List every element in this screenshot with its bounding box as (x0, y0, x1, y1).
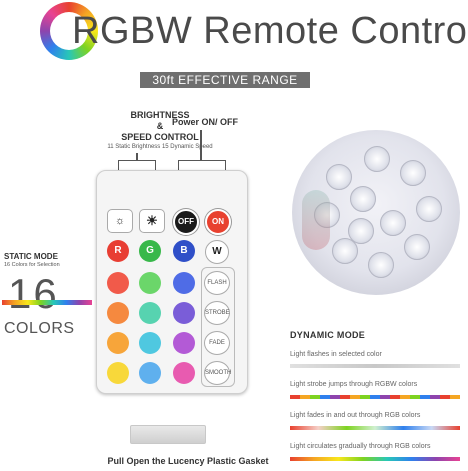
color-button[interactable] (107, 332, 129, 354)
led-bulb (348, 218, 374, 244)
off-button[interactable]: OFF (173, 209, 199, 235)
led-bulb (326, 164, 352, 190)
color-ring-logo (40, 2, 98, 60)
power-bracket (178, 160, 226, 175)
white-button[interactable]: W (205, 240, 229, 264)
smooth-bar (290, 457, 460, 461)
static-mode-title: STATIC MODE (4, 252, 58, 261)
speed-label-text: SPEED CONTROL (121, 132, 199, 142)
flash-button[interactable]: FLASH (204, 271, 230, 295)
fade-button[interactable]: FADE (204, 331, 230, 355)
red-button[interactable]: R (107, 240, 129, 262)
blue-button[interactable]: B (173, 240, 195, 262)
strobe-button[interactable]: STROBE (204, 301, 230, 325)
brightness-label-text: BRIGHTNESS (130, 110, 190, 120)
brightness-bracket-stem (136, 153, 138, 160)
color-button[interactable] (107, 302, 129, 324)
brightness-down-button[interactable]: ☼ (107, 209, 133, 233)
static-color-count: 16 (8, 270, 59, 317)
led-bulb (368, 252, 394, 278)
led-bulb (404, 234, 430, 260)
plastic-gasket[interactable] (130, 425, 206, 444)
color-button[interactable] (139, 332, 161, 354)
color-button[interactable] (139, 302, 161, 324)
fade-bar (290, 426, 460, 430)
led-bulb (364, 146, 390, 172)
dynamic-item-strobe: Light strobe jumps through RGBW colors (290, 381, 418, 388)
color-button[interactable] (139, 362, 161, 384)
light-base-tint (302, 190, 330, 250)
submersible-light (292, 130, 460, 295)
led-bulb (416, 196, 442, 222)
color-button[interactable] (173, 272, 195, 294)
page-title: RGBW Remote Control (72, 10, 468, 52)
sun-icon: ☀ (146, 213, 158, 228)
dynamic-mode-title: DYNAMIC MODE (290, 330, 366, 340)
brightness-subtitle: 11 Static Brightness 15 Dynamic Speed (107, 144, 213, 150)
color-button[interactable] (173, 302, 195, 324)
brightness-label: BRIGHTNESS & SPEED CONTROL (118, 110, 202, 143)
color-button[interactable] (173, 332, 195, 354)
brightness-up-button[interactable]: ☀ (139, 209, 165, 233)
dynamic-item-flash: Light flashes in selected color (290, 351, 382, 358)
color-button[interactable] (139, 272, 161, 294)
smooth-button[interactable]: SMOOTH (204, 361, 231, 385)
flash-bar (290, 364, 460, 368)
power-bracket-stem (200, 130, 202, 160)
remote-control: ☼ ☀ OFF ON R G B W FLASH STROBE FADE SMO… (96, 170, 248, 394)
mode-panel (201, 267, 235, 387)
strobe-bar (290, 395, 460, 399)
colors-word: COLORS (4, 320, 75, 337)
gasket-label: Pull Open the Lucency Plastic Gasket (107, 456, 269, 466)
led-bulb (314, 202, 340, 228)
power-label: Power ON/ OFF (171, 117, 238, 127)
color-button[interactable] (107, 362, 129, 384)
ampersand-text: & (156, 121, 164, 131)
range-badge: 30ft EFFECTIVE RANGE (140, 72, 310, 88)
green-button[interactable]: G (139, 240, 161, 262)
brightness-bracket (118, 160, 156, 175)
color-button[interactable] (107, 272, 129, 294)
static-mode-subtitle: 16 Colors for Selection (4, 262, 60, 268)
rainbow-stripe (2, 300, 92, 305)
color-button[interactable] (173, 362, 195, 384)
sun-icon: ☼ (114, 215, 126, 227)
led-bulb (380, 210, 406, 236)
led-bulb (400, 160, 426, 186)
led-bulb (350, 186, 376, 212)
dynamic-item-smooth: Light circulates gradually through RGB c… (290, 443, 431, 450)
on-button[interactable]: ON (205, 209, 231, 235)
dynamic-item-fade: Light fades in and out through RGB color… (290, 412, 421, 419)
